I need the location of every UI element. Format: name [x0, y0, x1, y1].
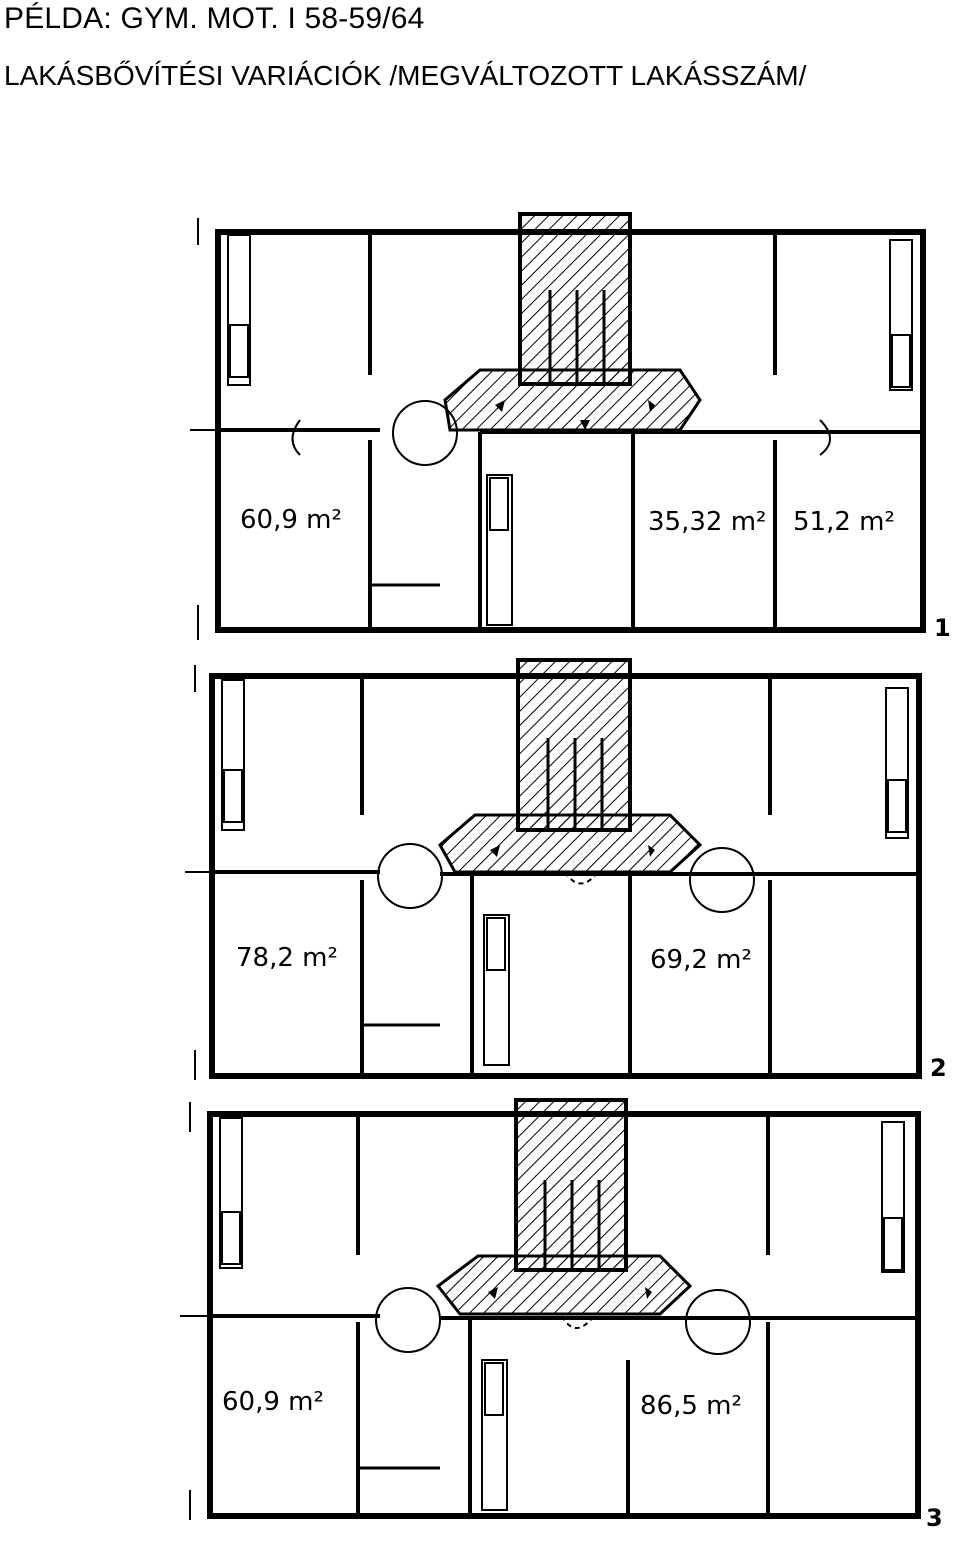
- floor-plan-variant-3: 60,9 m² 86,5 m² 3: [180, 1098, 943, 1532]
- area-label: 60,9 m²: [222, 1387, 324, 1417]
- area-label: 60,9 m²: [240, 505, 342, 535]
- area-label: 69,2 m²: [650, 945, 752, 975]
- floor-plan-variant-1: 60,9 m² 35,32 m² 51,2 m² 1: [190, 212, 951, 642]
- variant-number: 2: [930, 1054, 947, 1082]
- area-label: 51,2 m²: [793, 507, 895, 537]
- variant-number: 3: [926, 1504, 943, 1532]
- page-title: PÉLDA: GYM. MOT. I 58-59/64: [4, 2, 425, 35]
- floor-plan-variant-2: 78,2 m² 69,2 m² 2: [185, 658, 947, 1082]
- variant-number: 1: [934, 614, 951, 642]
- area-label: 86,5 m²: [640, 1391, 742, 1421]
- area-label: 35,32 m²: [648, 507, 766, 537]
- area-label: 78,2 m²: [236, 943, 338, 973]
- page-subtitle: LAKÁSBŐVÍTÉSI VARIÁCIÓK /MEGVÁLTOZOTT LA…: [4, 60, 807, 91]
